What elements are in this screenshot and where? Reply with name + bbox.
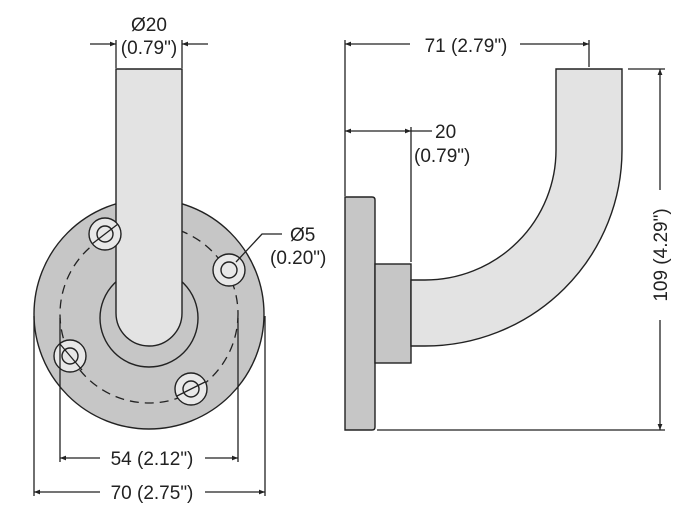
side-tube [410,68,623,347]
stem-diameter-mm: Ø20 [131,15,167,36]
standoff-inch: (0.79") [414,146,470,167]
hole-diameter-mm: Ø5 [290,225,315,246]
side-view: 71 (2.79") 20 (0.79") 109 (4.29") [344,36,672,431]
bolt-circle-dimension: 54 (2.12") [111,449,194,470]
side-hub [374,263,412,364]
mounting-hole [174,372,208,406]
front-view: Ø20 (0.79") Ø5 (0.20") 54 (2.12") 70 (2.… [33,15,326,504]
hole-diameter-inch: (0.20") [270,248,326,269]
flange-diameter-dimension: 70 (2.75") [111,483,194,504]
mounting-hole [212,253,246,287]
stem-diameter-inch: (0.79") [121,38,177,59]
height-dimension: 109 (4.29") [651,208,672,301]
standoff-mm: 20 [435,122,456,143]
mounting-holes [53,217,246,406]
projection-dimension: 71 (2.79") [425,36,508,57]
stem [115,68,183,347]
mounting-hole [53,339,87,373]
bolt-circle [59,224,239,404]
mounting-hole [88,217,122,251]
side-flange [344,196,376,431]
